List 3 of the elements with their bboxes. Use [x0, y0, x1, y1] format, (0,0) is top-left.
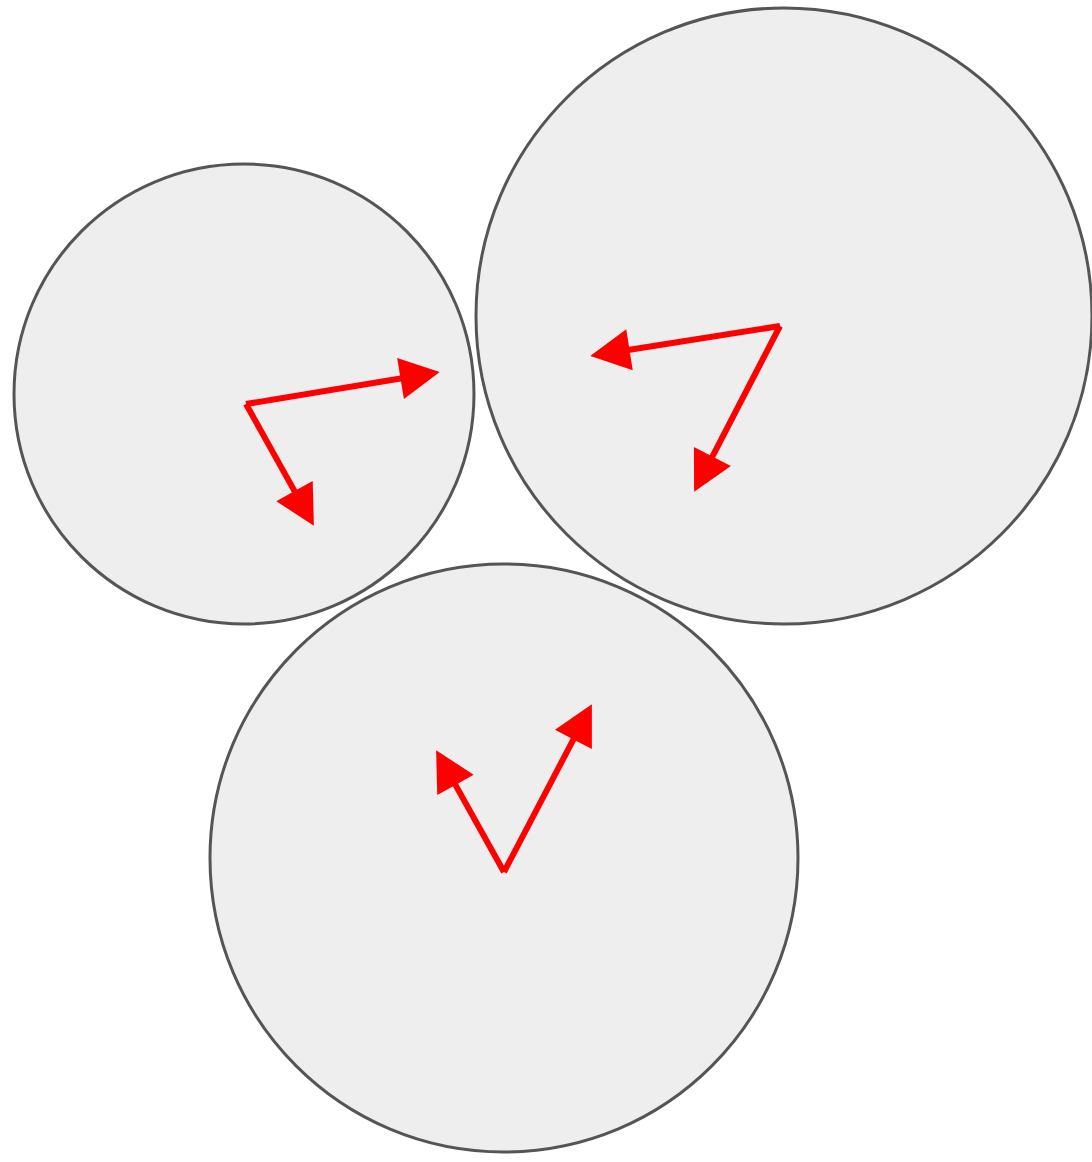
- circle-shape: [474, 6, 1092, 626]
- circle-shape: [12, 162, 476, 626]
- circle-shape: [208, 562, 800, 1154]
